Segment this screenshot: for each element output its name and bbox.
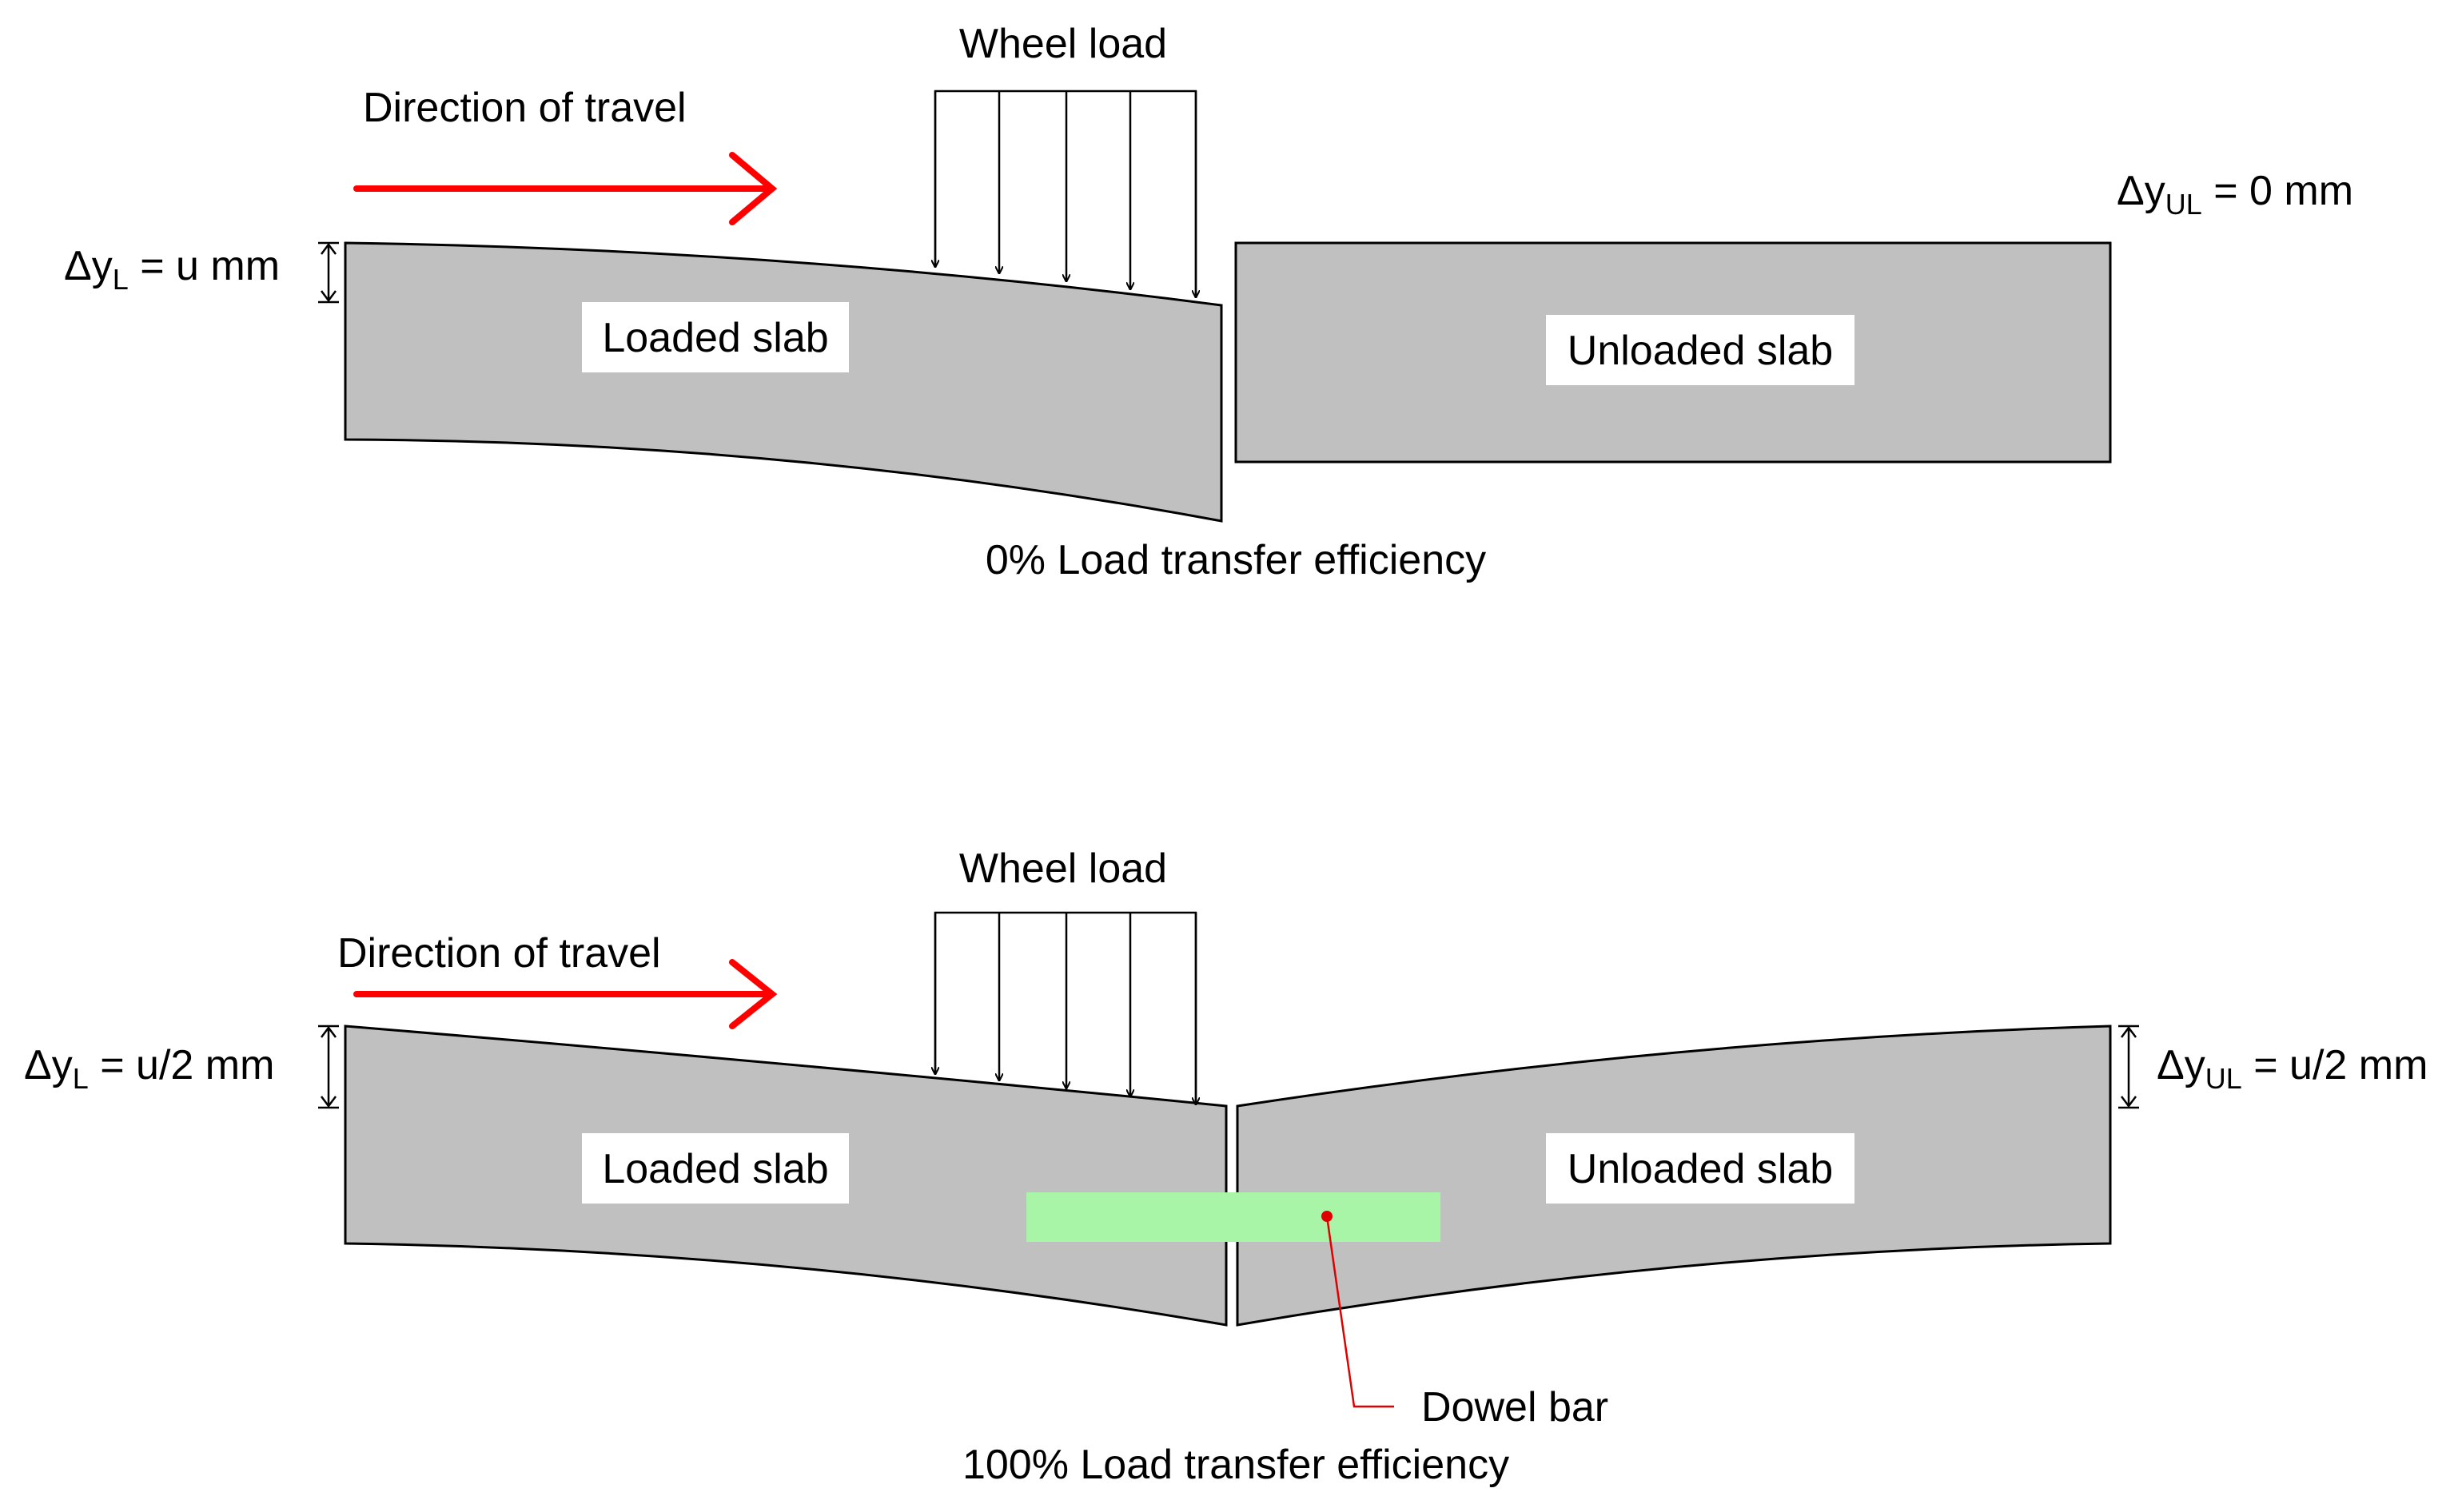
loaded-slab-label-box-bottom <box>582 1133 849 1204</box>
unloaded-slab-label-bottom: Unloaded slab <box>1568 1146 1833 1192</box>
unloaded-slab-label-top: Unloaded slab <box>1568 328 1833 374</box>
unloaded-slab-label-box-bottom <box>1546 1133 1854 1204</box>
loaded-slab-label-bottom: Loaded slab <box>602 1146 828 1192</box>
wheel-load-label-bottom: Wheel load <box>959 846 1167 892</box>
dowel-bar <box>1026 1192 1440 1242</box>
deflection-marker-bottom-loaded <box>318 1025 339 1109</box>
loaded-slab-top <box>344 241 1223 523</box>
caption-top: 0% Load transfer efficiency <box>986 537 1486 583</box>
direction-label-bottom: Direction of travel <box>337 930 661 977</box>
dowel-bar-leader <box>1325 1216 1394 1408</box>
deflection-marker-bottom-unloaded <box>2118 1025 2139 1109</box>
travel-arrow-bottom <box>353 959 778 1029</box>
panel-full-lte: Dowel bar Wheel load Direction of travel… <box>24 846 2428 1488</box>
deflection-marker-top <box>318 241 339 304</box>
dowel-bar-label: Dowel bar <box>1421 1384 1608 1430</box>
unloaded-slab-label-box-top <box>1546 315 1854 385</box>
loaded-slab-label-box-top <box>582 302 849 372</box>
wheel-load-arrows-bottom <box>935 911 1196 1104</box>
wheel-load-label-top: Wheel load <box>959 21 1167 67</box>
direction-label-top: Direction of travel <box>363 85 687 131</box>
loaded-slab-label-top: Loaded slab <box>602 315 828 361</box>
travel-arrow-top <box>353 152 778 225</box>
dy-unloaded-label-bottom: ΔyUL = u/2 mm <box>2157 1042 2428 1095</box>
dy-loaded-label-top: ΔyL = u mm <box>64 243 280 296</box>
dy-unloaded-label-top: ΔyUL = 0 mm <box>2117 168 2353 221</box>
panel-zero-lte: Wheel load Direction of travel ΔyL = u m… <box>64 21 2353 583</box>
wheel-load-arrows-top <box>935 90 1196 297</box>
dy-loaded-label-bottom: ΔyL = u/2 mm <box>24 1042 274 1095</box>
caption-bottom: 100% Load transfer efficiency <box>962 1442 1509 1488</box>
